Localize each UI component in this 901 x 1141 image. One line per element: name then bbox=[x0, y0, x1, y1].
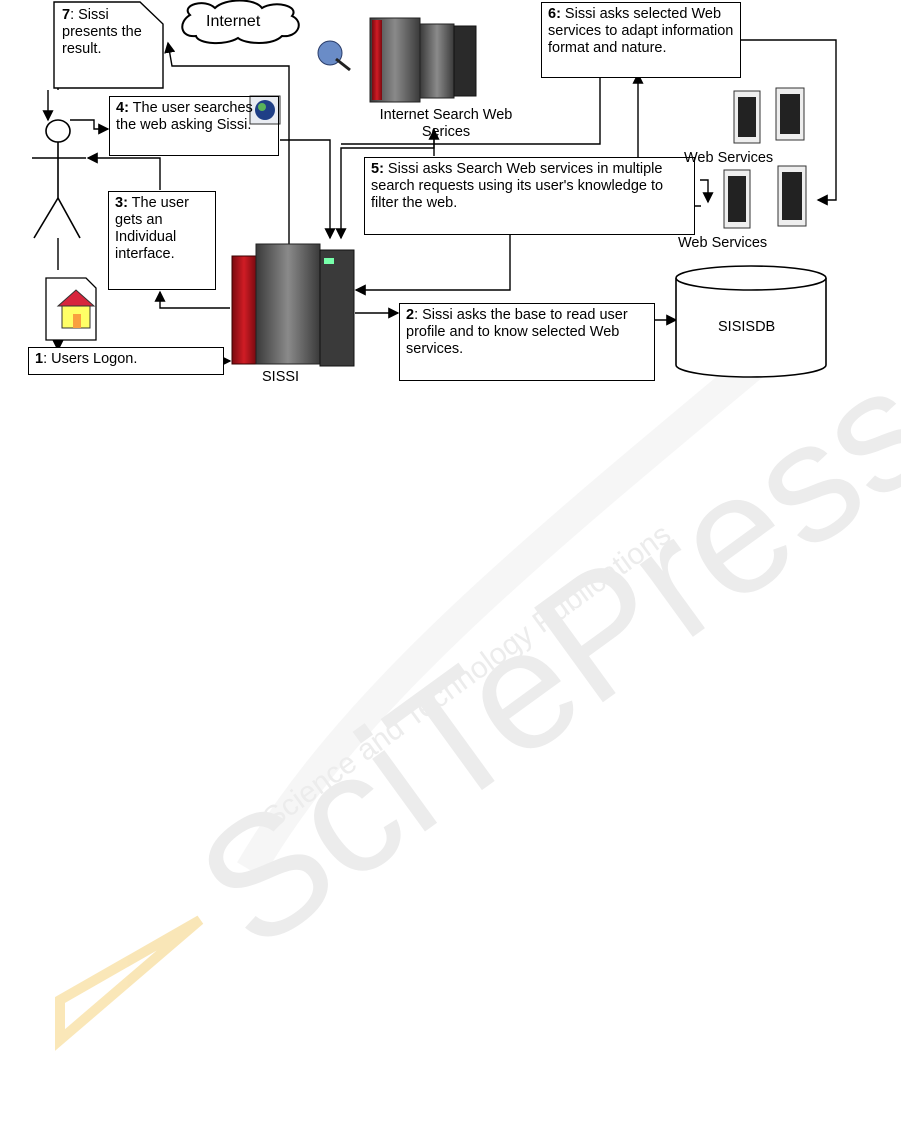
database-icon bbox=[675, 265, 827, 378]
sissi-label: SISSI bbox=[262, 369, 300, 385]
watermark bbox=[55, 348, 770, 1051]
step-6-number: 6: bbox=[548, 6, 561, 22]
step-2-text: : Sissi asks the base to read user profi… bbox=[406, 307, 628, 357]
step-5-box: 5: Sissi asks Search Web services in mul… bbox=[364, 157, 695, 235]
internet-label: Internet bbox=[206, 13, 261, 30]
step-3-number: 3: bbox=[115, 195, 128, 211]
web-server-icon bbox=[733, 87, 805, 144]
step-4-text: The user searches the web asking Sissi. bbox=[116, 100, 253, 133]
step-6-box: 6: Sissi asks selected Web services to a… bbox=[541, 2, 741, 78]
step-1-box: 1: Users Logon. bbox=[28, 347, 224, 375]
web-services-label-bottom: Web Services bbox=[678, 235, 768, 251]
step-2-box: 2: Sissi asks the base to read user prof… bbox=[399, 303, 655, 381]
step-3-box: 3: The user gets an Individual interface… bbox=[108, 191, 216, 290]
step-5-text: Sissi asks Search Web services in multip… bbox=[371, 161, 664, 211]
step-5-number: 5: bbox=[371, 161, 384, 177]
step-4-box: 4: The user searches the web asking Siss… bbox=[109, 96, 279, 156]
step-3-text: The user gets an Individual interface. bbox=[115, 195, 189, 262]
web-server-icon bbox=[723, 165, 807, 229]
search-services-label: Internet Search Web Serices bbox=[379, 107, 513, 140]
database-label: SISISDB bbox=[718, 319, 776, 335]
step-7-text: : Sissi presents the result. bbox=[62, 7, 142, 57]
search-server-icon bbox=[369, 17, 477, 103]
step-7-box: 7: Sissi presents the result. bbox=[56, 4, 152, 86]
globe-search-icon bbox=[317, 40, 351, 72]
step-6-text: Sissi asks selected Web services to adap… bbox=[548, 6, 734, 56]
user-actor-icon bbox=[32, 119, 86, 239]
sissi-server-icon bbox=[231, 243, 355, 367]
home-page-icon bbox=[45, 277, 97, 341]
step-4-number: 4: bbox=[116, 100, 129, 116]
web-services-label-top: Web Services bbox=[684, 150, 774, 166]
step-2-number: 2 bbox=[406, 307, 415, 323]
step-1-text: : Users Logon. bbox=[43, 351, 138, 367]
browser-globe-icon bbox=[249, 95, 281, 125]
cloud-icon bbox=[181, 0, 300, 44]
step-1-number: 1 bbox=[35, 351, 44, 367]
step-7-number: 7 bbox=[62, 7, 71, 23]
step7-doc-shape bbox=[53, 1, 164, 89]
